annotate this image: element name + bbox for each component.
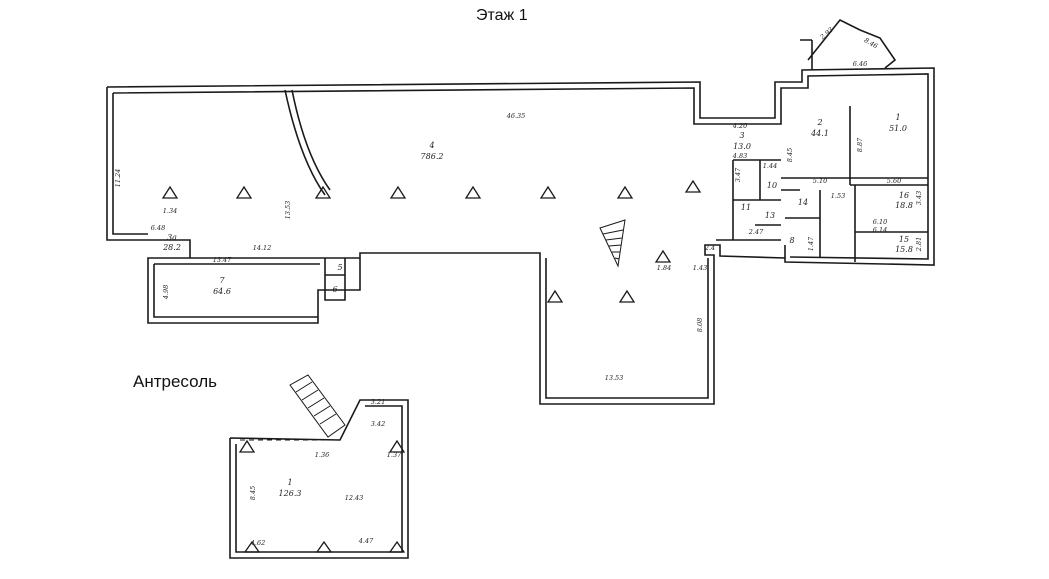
dim-room3-top: 4.20 <box>732 122 747 130</box>
right-partitions <box>716 106 928 262</box>
dim-mz-side: 8.45 <box>249 486 257 500</box>
hall-inner-wall <box>545 258 709 399</box>
entrance-bay <box>800 18 897 70</box>
dim-bay-c: 6.46 <box>853 60 867 68</box>
room-15-number: 15 <box>899 235 909 244</box>
room-16-area: 18.8 <box>895 201 913 210</box>
room-2-number: 2 <box>816 118 822 127</box>
dim-hall-bottom: 13.53 <box>605 374 624 382</box>
floor-title: Этаж 1 <box>476 7 528 24</box>
room-13-number: 13 <box>765 211 775 220</box>
dim-corridor: 14.12 <box>253 244 272 252</box>
dim-room16-w: 5.10 <box>813 177 827 185</box>
dim-mz-b: 1.37 <box>387 451 402 459</box>
dim-wc-a: 2.47 <box>748 228 764 236</box>
small-rooms-5-6 <box>324 258 346 301</box>
dim-bay-b: 8.46 <box>863 36 880 50</box>
mezzanine-title: Антресоль <box>133 372 217 391</box>
room-6-number: 6 <box>332 285 337 294</box>
dim-room7-top: 13.47 <box>213 256 232 264</box>
dim-hall-b: 1.84 <box>657 264 671 272</box>
dim-mz-w: 12.43 <box>345 494 364 502</box>
dim-mz-b1: 4.62 <box>250 539 265 547</box>
room-2-area: 44.1 <box>810 129 829 138</box>
room-1-number: 1 <box>895 113 900 122</box>
room-3a-area: 28.2 <box>162 243 181 252</box>
dim-bay-a: 2.93 <box>818 26 835 42</box>
mezzanine-room-1-area: 126.3 <box>279 489 302 498</box>
dim-mz-b2: 4.47 <box>358 537 374 545</box>
dim-room16-w2: 5.60 <box>887 177 901 185</box>
room-3a-wall <box>148 239 191 258</box>
dim-hall-side: 8.08 <box>696 318 704 332</box>
column-markers <box>161 179 702 553</box>
main-outer-wall <box>106 67 935 405</box>
dim-room7-side: 4.98 <box>162 285 170 300</box>
room-16-number: 16 <box>899 191 909 200</box>
dim-mz-top: 3.21 <box>371 398 385 406</box>
room-3-area: 13.0 <box>733 142 751 151</box>
dim-room14-b: 1.47 <box>807 236 815 251</box>
main-inner-wall <box>112 73 929 260</box>
room-4-number: 4 <box>428 141 434 150</box>
dim-small-c: 2.4 <box>704 244 715 252</box>
room-1-area: 51.0 <box>889 124 907 133</box>
dim-small-a: 1.34 <box>163 207 177 215</box>
dim-room3-side: 4.83 <box>732 152 747 160</box>
room-4-area: 786.2 <box>421 152 444 161</box>
dim-room16-h: 3.43 <box>915 191 923 205</box>
room-10-number: 10 <box>767 181 777 190</box>
mezzanine-stair <box>289 374 346 438</box>
room-11-number: 11 <box>741 203 751 212</box>
room-3a-number: 3а <box>167 233 177 242</box>
hall-stair <box>599 219 626 268</box>
dim-wc-b: 1.44 <box>763 162 777 170</box>
dim-mz-top2: 3.42 <box>371 420 385 428</box>
dim-top: 46.35 <box>506 112 526 120</box>
room-5-number: 5 <box>337 263 342 272</box>
room-3-number: 3 <box>739 131 744 140</box>
room-14-number: 14 <box>798 198 808 207</box>
dim-room15-h: 2.81 <box>915 237 923 252</box>
dim-room1-side: 8.87 <box>856 137 864 152</box>
dim-room2-side: 8.45 <box>786 148 794 162</box>
mezzanine-outer-wall <box>229 399 409 559</box>
dim-mid-v: 13.53 <box>284 201 292 220</box>
dim-room15-w2: 6.14 <box>873 226 887 234</box>
dim-room15-w: 6.10 <box>873 218 887 226</box>
dim-small-b: 6.48 <box>151 224 165 232</box>
dim-hall-c: 1.43 <box>693 264 707 272</box>
dim-mz-a: 1.36 <box>315 451 329 459</box>
arc-partition <box>284 89 331 196</box>
dim-left-side: 11.24 <box>114 169 122 188</box>
room-7-area: 64.6 <box>213 287 231 296</box>
dim-room14-a: 1.53 <box>831 192 845 200</box>
room-7-number: 7 <box>219 276 225 285</box>
room-15-area: 15.8 <box>895 245 913 254</box>
mezzanine-room-1-number: 1 <box>287 478 292 487</box>
dim-wc-c: 3.47 <box>734 167 742 182</box>
room7-wall <box>153 263 320 318</box>
room-8-number: 8 <box>789 236 794 245</box>
